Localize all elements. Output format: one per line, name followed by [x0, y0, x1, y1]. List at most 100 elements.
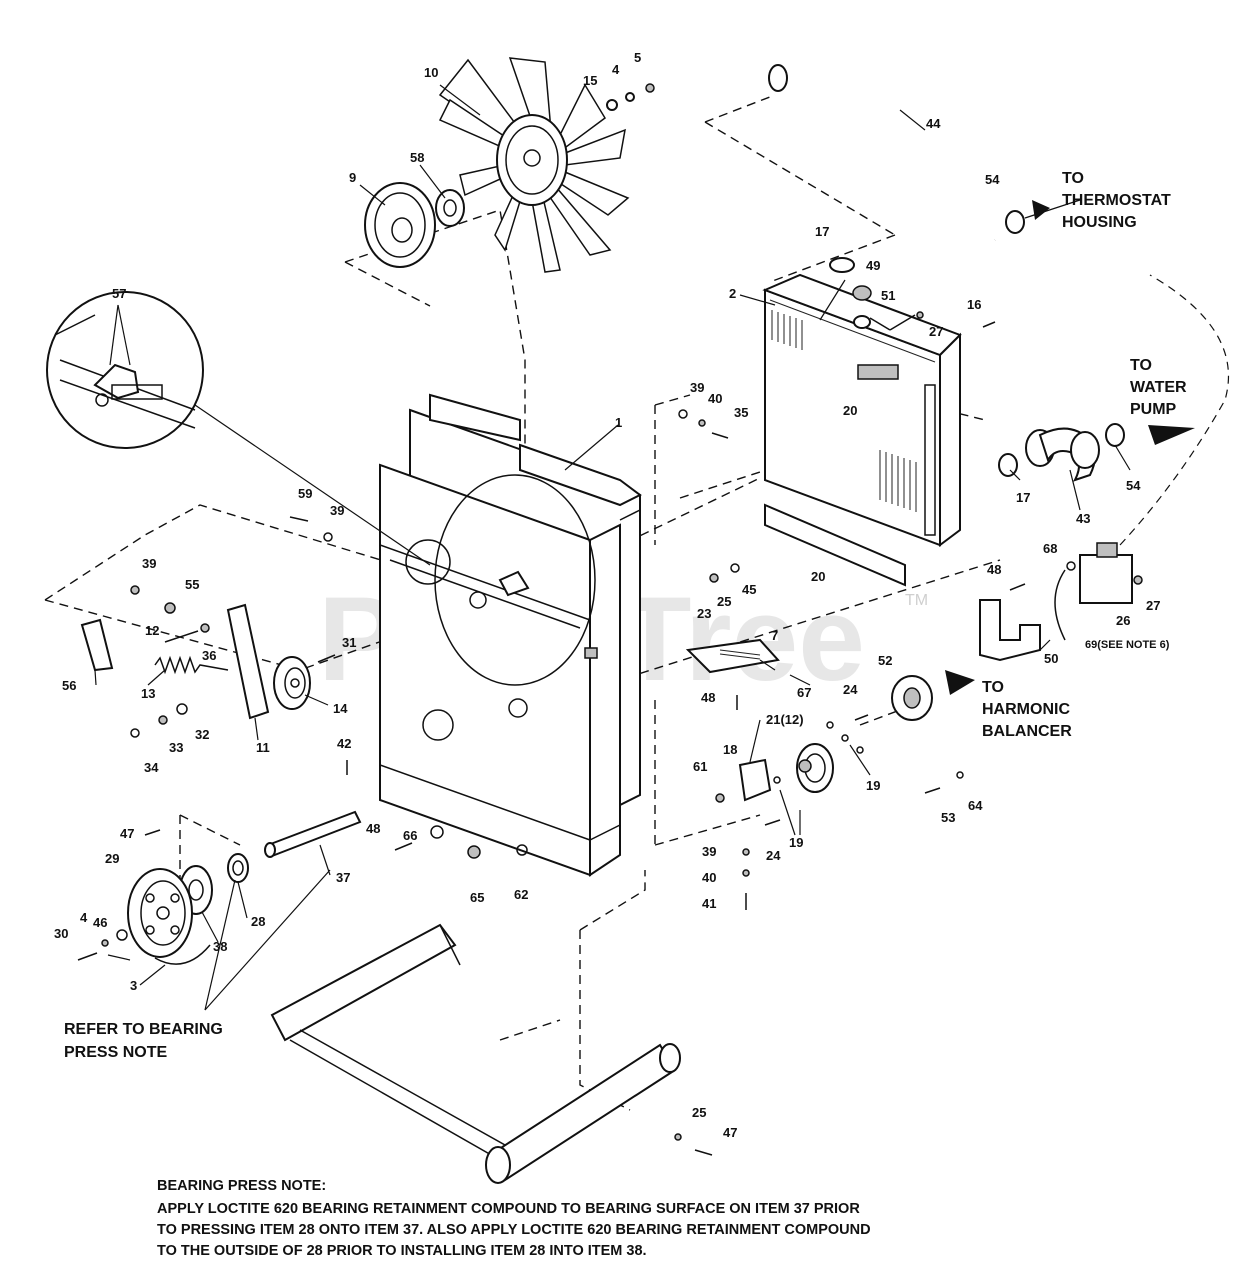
radiator-cap: [852, 285, 872, 301]
part-label: 54: [985, 172, 1000, 187]
part-label: 66: [403, 828, 417, 843]
callout-line: THERMOSTAT: [1062, 192, 1171, 209]
part-label: 32: [195, 727, 209, 742]
washer-4: [625, 92, 635, 102]
part-label: 47: [723, 1125, 737, 1140]
part-label: 56: [62, 678, 76, 693]
note-title: BEARING PRESS NOTE:: [157, 1178, 326, 1194]
bearing: [227, 853, 249, 883]
part-label: 59: [298, 486, 312, 501]
bolt-5: [645, 83, 655, 93]
part-label: 67: [797, 685, 811, 700]
part-label: 57: [112, 286, 126, 301]
belt: [154, 944, 211, 965]
part-label: 17: [1016, 490, 1030, 505]
part-label: 47: [120, 826, 134, 841]
part-label: 45: [742, 582, 756, 597]
harmonic-adapter: [891, 675, 933, 721]
part-label: 34: [144, 760, 159, 775]
part-label: 35: [734, 405, 748, 420]
part-labels: 1 2 3 4 4 5 7 9 10 11 12 13 14 15 16 17 …: [54, 50, 1170, 1140]
clamp-54-upper: [1005, 210, 1025, 234]
spring: [154, 655, 229, 675]
clamp-17-lower: [998, 453, 1018, 477]
callout-harmonic: TO HARMONIC BALANCER: [982, 679, 1072, 740]
leader-lines: [94, 84, 1131, 1011]
water-pump-assembly: [796, 743, 834, 793]
part-label: 25: [692, 1105, 706, 1120]
part-label: 11: [256, 740, 270, 755]
overflow-bottle: [1054, 274, 1229, 641]
radiator-frame: [379, 393, 642, 877]
upper-hose: [768, 50, 1000, 253]
part-label: 37: [336, 870, 350, 885]
part-label: 48: [366, 821, 380, 836]
part-label: 39: [330, 503, 344, 518]
bearing-press-note: BEARING PRESS NOTE: APPLY LOCTITE 620 BE…: [157, 1178, 871, 1259]
part-label: 31: [342, 635, 356, 650]
tensioner-plate: [685, 638, 780, 674]
bracket-50: [979, 599, 1041, 662]
part-label: 20: [811, 569, 825, 584]
part-label: 28: [251, 914, 265, 929]
part-label: 40: [708, 391, 722, 406]
part-label: 39: [702, 844, 716, 859]
note-line: TO THE OUTSIDE OF 28 PRIOR TO INSTALLING…: [157, 1243, 647, 1259]
part-label: 55: [185, 577, 199, 592]
main-pulley: [127, 868, 193, 958]
note-line: TO PRESSING ITEM 28 ONTO ITEM 37. ALSO A…: [157, 1222, 871, 1238]
callout-line: PRESS NOTE: [64, 1044, 167, 1061]
idler-pulley: [273, 656, 311, 710]
callout-line: HOUSING: [1062, 214, 1137, 231]
fan-spacer: [435, 189, 465, 227]
part-label: 19: [866, 778, 880, 793]
hardware-fasteners: [77, 311, 1143, 1156]
callout-line: TO: [982, 679, 1004, 696]
part-label: 12: [145, 623, 159, 638]
part-label: 38: [213, 939, 227, 954]
part-label: 33: [169, 740, 183, 755]
detail-magnifier: [46, 291, 451, 585]
lower-hose: [1025, 427, 1100, 482]
part-label: 50: [1044, 651, 1058, 666]
part-label: 65: [470, 890, 484, 905]
part-label: 16: [967, 297, 981, 312]
part-label: 4: [80, 910, 88, 925]
radiator-grille: [771, 310, 917, 512]
part-label: 7: [771, 628, 778, 643]
part-label: 15: [583, 73, 597, 88]
part-label: 24: [843, 682, 858, 697]
part-label: 46: [93, 915, 107, 930]
part-label: 58: [410, 150, 424, 165]
part-label: 39: [690, 380, 704, 395]
part-label: 17: [815, 224, 829, 239]
part-label: 68: [1043, 541, 1057, 556]
part-label: 41: [702, 896, 716, 911]
part-label: 52: [878, 653, 892, 668]
bracket-18: [738, 758, 772, 802]
part-label: 21(12): [766, 712, 804, 727]
callout-line: TO: [1130, 357, 1152, 374]
callout-refer-note: REFER TO BEARING PRESS NOTE: [64, 1021, 223, 1061]
part-label: 44: [926, 116, 941, 131]
part-label: 20: [843, 403, 857, 418]
base-skid: [270, 923, 681, 1184]
part-label: 27: [1146, 598, 1160, 613]
direction-arrows: [945, 200, 1195, 695]
fan-pulley: [364, 182, 436, 268]
arrow-thermostat-icon: [1032, 200, 1050, 220]
idler-arm: [226, 603, 270, 720]
part-label: 49: [866, 258, 880, 273]
washer-15: [606, 99, 618, 111]
shaft: [264, 810, 362, 858]
callout-line: REFER TO BEARING: [64, 1021, 223, 1038]
part-label: 48: [987, 562, 1001, 577]
part-label: 18: [723, 742, 737, 757]
part-label: 61: [693, 759, 707, 774]
part-label: 39: [142, 556, 156, 571]
part-label: 27: [929, 324, 943, 339]
part-label: 9: [349, 170, 356, 185]
part-label: 69(SEE NOTE 6): [1085, 639, 1170, 651]
part-label: 40: [702, 870, 716, 885]
